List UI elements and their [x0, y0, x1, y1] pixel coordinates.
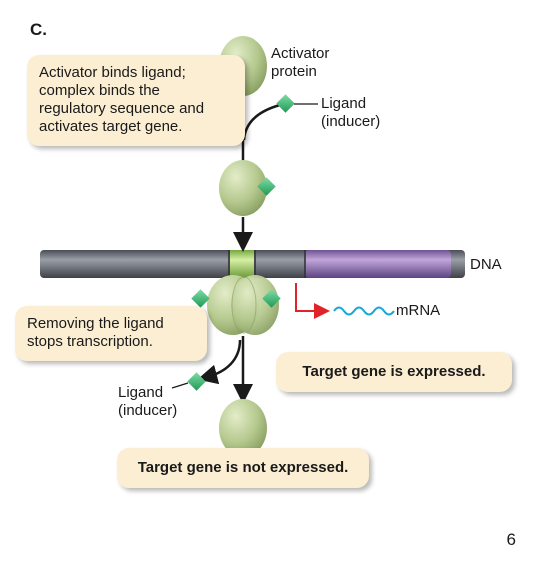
activator-protein-free	[219, 399, 267, 457]
bound-ligand-left	[191, 289, 210, 308]
ligand-label-top: Ligand (inducer)	[321, 95, 381, 130]
activator-label: Activator protein	[271, 45, 330, 80]
ligand-top	[276, 94, 295, 113]
ligand-bottom-leader	[171, 382, 189, 389]
ligand-label-bottom: Ligand (inducer)	[118, 384, 178, 419]
ligand-join-arrow	[242, 103, 281, 141]
regulatory-sequence	[230, 250, 254, 278]
bound-activator-right	[231, 275, 279, 335]
activator-complex	[219, 160, 267, 216]
callout-binds: Activator binds ligand; complex binds th…	[27, 55, 245, 146]
target-gene-segment	[305, 250, 451, 278]
panel-label: C.	[30, 20, 47, 39]
ligand-released	[187, 372, 206, 391]
transcription-arrow	[295, 283, 330, 319]
mrna-label: mRNA	[396, 302, 441, 319]
callout-not-expressed: Target gene is not expressed.	[117, 448, 369, 488]
dna-label: DNA	[470, 256, 502, 273]
ligand-release-arrow	[197, 339, 242, 385]
dna-strand	[40, 250, 465, 278]
bound-ligand-right	[262, 289, 281, 308]
page-number: 6	[506, 530, 516, 549]
callout-removing: Removing the ligand stops transcription.	[15, 306, 207, 361]
mrna-wave	[333, 306, 395, 316]
ligand-bound	[257, 177, 276, 196]
callout-expressed: Target gene is expressed.	[276, 352, 512, 392]
